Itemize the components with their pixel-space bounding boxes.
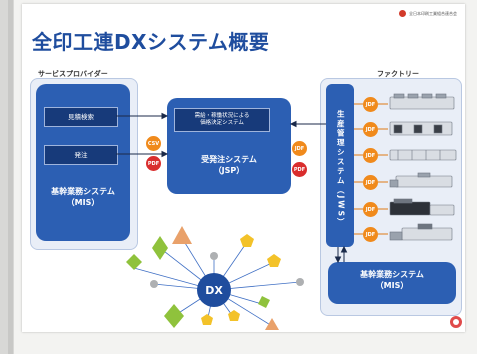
arrowhead-5 [340,245,348,253]
jdf-badge-1: JDF [363,97,378,112]
production-mgmt-box [326,84,354,247]
triangle-shape-2 [265,318,279,330]
arrowhead-4 [334,256,342,264]
previous-page-edge [0,0,14,354]
jdf-badge-5: JDF [363,202,378,217]
pdf-badge-left: PDF [146,156,161,171]
service-provider-label: サービスプロバイダー [38,70,108,78]
binding-machine-icon [389,223,453,241]
mascot-icon [450,316,462,328]
digital-press-icon [389,198,455,216]
circle-shape-2 [296,278,304,286]
arrowhead-1 [161,112,169,120]
offset-press-icon [389,121,453,136]
pentagon-shape-3 [201,314,213,325]
long-press-icon [389,149,457,161]
price-decision-box: 需給・稼働状況による 価格決定システム [174,108,270,132]
printing-machines [389,93,457,241]
jsp-title: 受発注システム （JSP） [201,155,257,176]
jdf-badge-4: JDF [363,175,378,190]
jdf-badge-2: JDF [363,122,378,137]
arrowhead-3 [289,120,297,128]
factory-mis-title: 基幹業務システム （MIS） [360,270,424,291]
production-mgmt-title: 生産管理システム（JWS） [336,110,346,228]
diamond-shape-1 [152,236,168,260]
factory-label: ファクトリー [377,70,419,78]
arrowhead-2 [161,150,169,158]
pentagon-shape-4 [228,310,240,321]
jdf-badge-6: JDF [363,227,378,242]
diamond-shape-2 [126,254,142,270]
pentagon-shape-2 [267,254,281,267]
csv-badge: CSV [146,136,161,151]
jdf-badge-3: JDF [363,148,378,163]
estimate-search-box: 見積検索 [44,107,118,127]
slide: 全日本印刷工業組合連合会 全印工連DXシステム概要 サービスプロバイダー 見積検… [22,4,465,332]
slide-title: 全印工連DXシステム概要 [32,30,270,54]
organization-logo: 全日本印刷工業組合連合会 [399,10,457,17]
dx-hub: DX [197,273,231,307]
order-box: 発注 [44,145,118,165]
circle-shape-3 [150,280,158,288]
logo-mark-icon [399,10,406,17]
folding-machine-icon [389,172,453,188]
diamond-shape-3 [164,304,184,328]
service-mis-title: 基幹業務システム （MIS） [51,187,115,208]
diamond-shape-4 [258,296,270,308]
pentagon-shape-1 [240,234,254,247]
jdf-badge-center: JDF [292,141,307,156]
circle-shape-1 [210,252,218,260]
factory-mis-box [328,262,456,304]
press-machine-icon [389,93,455,110]
triangle-shape-1 [172,226,192,244]
corner-mascot [450,316,462,328]
page-edge-strip [8,0,13,354]
pdf-badge-right: PDF [292,162,307,177]
logo-text: 全日本印刷工業組合連合会 [409,10,457,16]
